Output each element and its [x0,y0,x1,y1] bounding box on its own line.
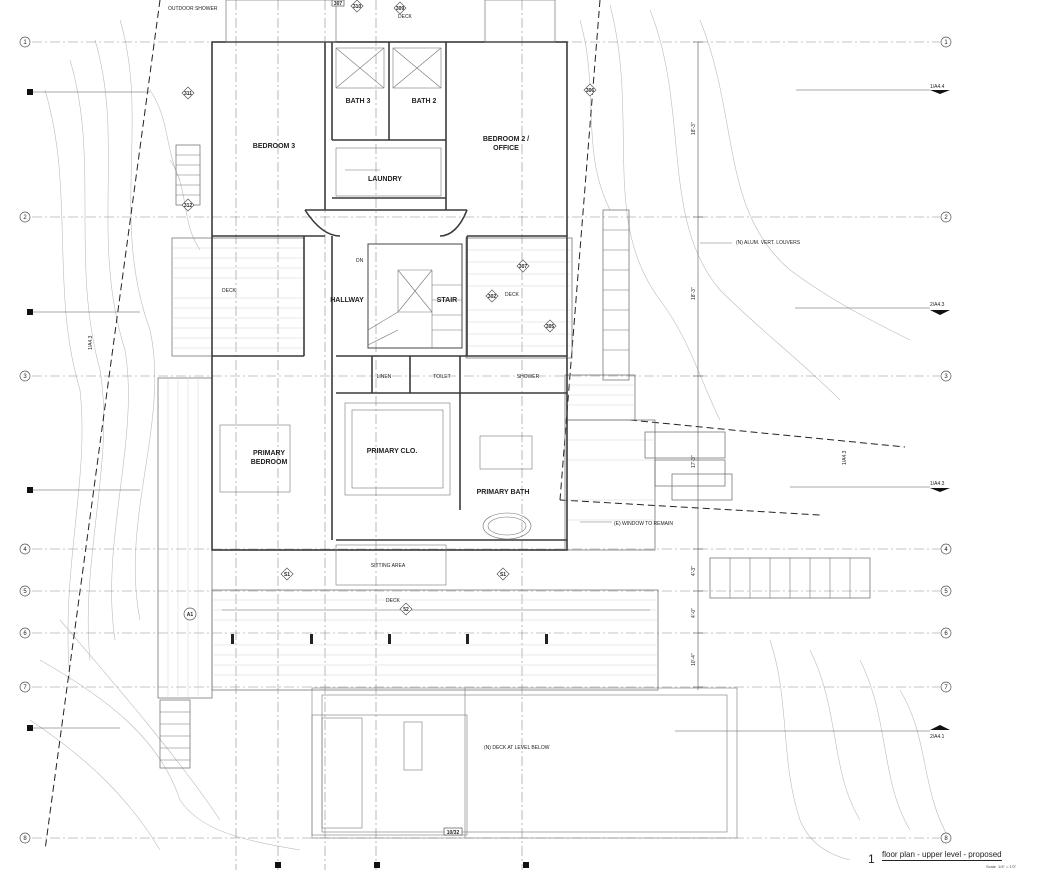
scale-label: Scale [986,864,997,869]
tag-52: 52 [403,607,409,613]
grid-label-left-3: 3 [23,374,27,380]
room-bedroom2-line1: BEDROOM 2 / [483,136,529,143]
grid-label-right-1: 1 [944,40,948,46]
tag-302: 302 [488,294,497,300]
tag-305: 305 [546,324,555,330]
room-bedroom3: BEDROOM 3 [253,143,296,150]
room-primary-bedroom-line1: PRIMARY [253,450,285,457]
dim-6: 10'-4" [691,653,697,666]
grid-label-left-4: 4 [23,547,27,553]
grid-label-right-3: 3 [944,374,948,380]
dim-3: 17'-3" [691,455,697,468]
tag-309: 309 [396,6,405,12]
tag-307: 307 [519,264,528,270]
drawing-number: 1 [868,852,875,866]
tag-311: 311 [184,91,192,97]
dim-4: 4'-3" [691,566,697,576]
grid-label-right-6: 6 [944,631,948,637]
dim-5: 4'-0" [691,608,697,618]
tag-312: 312 [184,203,193,209]
room-primary-bedroom-line2: BEDROOM [251,459,288,466]
deck-planking [157,237,659,699]
grid-label-right-2: 2 [944,215,948,221]
stairs [159,144,871,769]
note-dn: DN [356,258,364,264]
tag-310: 310 [353,4,362,10]
tag-307-top: 307 [334,1,343,7]
note-deck-south: DECK [386,598,401,604]
column-lines [235,0,523,870]
tag-306: 306 [586,88,595,94]
section-label-3: 1/A4.3 [930,481,945,487]
grid-label-right-5: 5 [944,589,948,595]
tag-s1-right: S1 [500,572,506,578]
building-walls [211,0,738,839]
note-window-remain: (E) WINDOW TO REMAIN [614,521,673,527]
drawing-title: floor plan - upper level - proposed [882,850,1002,861]
tag-10-32: 10/32 [447,830,460,836]
dim-1: 18'-3" [691,122,697,135]
grid-label-left-7: 7 [23,685,27,691]
section-label-2: 2/A4.3 [930,302,945,308]
note-deck-west: DECK [222,288,237,294]
room-stair: STAIR [437,297,457,304]
grid-label-right-8: 8 [944,836,948,842]
grid-label-right-4: 4 [944,547,948,553]
note-deck-below: (N) DECK AT LEVEL BELOW [484,745,550,751]
room-bath2: BATH 2 [412,98,437,105]
title-block: 1 floor plan - upper level - proposed Sc… [868,848,1044,876]
room-bath3: BATH 3 [346,98,371,105]
grid-label-right-7: 7 [944,685,948,691]
room-toilet: TOILET [433,374,450,380]
dimension-string: 18'-3" 18'-3" 17'-3" 4'-3" 4'-0" 10'-4" [691,41,703,690]
room-primary-closet: PRIMARY CLO. [367,448,418,455]
note-outdoor-shower: OUTDOOR SHOWER [168,6,218,12]
note-louvers: (N) ALUM. VERT. LOUVERS [736,240,801,246]
grid-bubbles: 1 1 2 2 3 3 4 4 5 5 6 6 7 7 8 8 [19,36,952,844]
room-sitting-area: SITTING AREA [371,563,406,569]
grid-label-left-2: 2 [23,215,27,221]
section-label-4: 2/A4.1 [930,734,945,740]
room-primary-bath: PRIMARY BATH [477,489,530,496]
room-labels: BATH 3 BATH 2 BEDROOM 3 BEDROOM 2 / OFFI… [251,98,540,569]
property-lines [44,0,906,851]
tag-s1-left: S1 [284,572,290,578]
room-linen: LINEN [377,374,392,380]
grid-label-left-1: 1 [23,40,27,46]
room-hallway: HALLWAY [330,297,364,304]
section-markers: 1/A4.4 2/A4.3 1/A4.3 2/A4.1 1/A4.3 1/A4.… [27,84,950,868]
dim-2: 18'-3" [691,287,697,300]
grid-label-left-8: 8 [23,836,27,842]
drawing-notes: OUTDOOR SHOWER DECK DECK DECK DECK (N) A… [168,6,801,751]
grid-label-left-6: 6 [23,631,27,637]
note-deck-top: DECK [398,14,413,20]
section-label-6: 1/A4.3 [842,450,848,465]
room-shower: SHOWER [517,374,540,380]
callout-tags: 307 310 309 311 306 312 307 302 305 S1 S… [181,0,597,836]
topographic-contours [29,4,951,861]
tag-a1: A1 [187,612,194,618]
grid-label-left-5: 5 [23,589,27,595]
section-label-5: 1/A4.3 [88,335,94,350]
room-bedroom2-line2: OFFICE [493,145,519,152]
note-deck-east: DECK [505,292,520,298]
scale-value: 1/4" = 1'0" [998,864,1017,869]
room-laundry: LAUNDRY [368,176,402,183]
section-label-1: 1/A4.4 [930,84,945,90]
